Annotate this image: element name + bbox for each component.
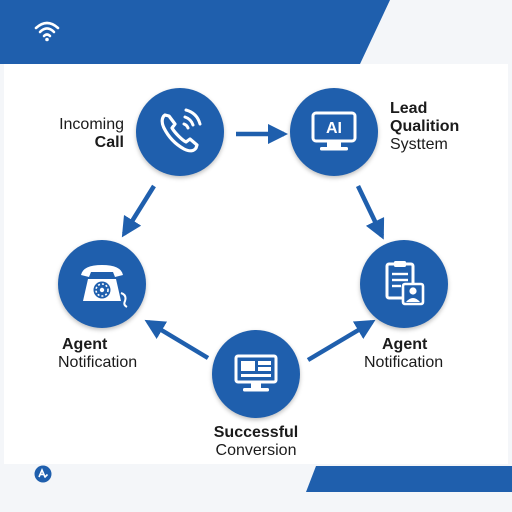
desktop-computer-icon — [234, 354, 278, 392]
ai-monitor-icon: AI — [311, 111, 357, 151]
label-agent-notification-right: Agent Notification — [364, 336, 443, 372]
label-incoming-call-line1: Incoming — [59, 116, 124, 133]
node-agent-notification-left — [58, 240, 146, 328]
arrow-conversion-to-agent-right — [306, 319, 376, 362]
node-successful-conversion — [212, 330, 300, 418]
ai-badge: AI — [326, 120, 342, 137]
bottom-banner — [306, 466, 512, 492]
arrow-conversion-to-agent-left — [144, 319, 210, 360]
document-user-icon — [385, 261, 425, 306]
label-successful-conversion: Successful Conversion — [210, 424, 302, 460]
label-conversion-line1: Successful — [213, 424, 299, 441]
node-agent-notification-right — [360, 240, 448, 328]
label-agent-right-line2: Notification — [364, 354, 444, 371]
rotary-phone-icon — [81, 265, 128, 308]
wifi-icon — [34, 21, 60, 42]
label-conversion-line2: Conversion — [215, 442, 297, 459]
label-agent-left-line2: Notification — [58, 354, 138, 371]
arrow-call-to-agent-left — [121, 184, 156, 238]
label-incoming-call: Incoming Call — [50, 116, 124, 152]
label-agent-right-line1: Agent — [382, 336, 428, 353]
label-lead-line2: Qualition — [390, 118, 460, 135]
top-banner — [0, 0, 390, 64]
label-agent-notification-left: Agent Notification — [58, 336, 137, 372]
label-lead-line3: Systtem — [390, 136, 448, 153]
logo-icon — [34, 465, 52, 483]
phone-ringing-icon — [160, 108, 202, 153]
label-lead-qualification: Lead Qualition Systtem — [390, 100, 459, 154]
label-incoming-call-line2: Call — [94, 134, 124, 151]
arrow-lead-to-agent-right — [355, 185, 385, 240]
node-lead-qualification: AI — [290, 88, 378, 176]
label-lead-line1: Lead — [390, 100, 428, 117]
node-incoming-call — [136, 88, 224, 176]
label-agent-left-line1: Agent — [62, 336, 108, 353]
